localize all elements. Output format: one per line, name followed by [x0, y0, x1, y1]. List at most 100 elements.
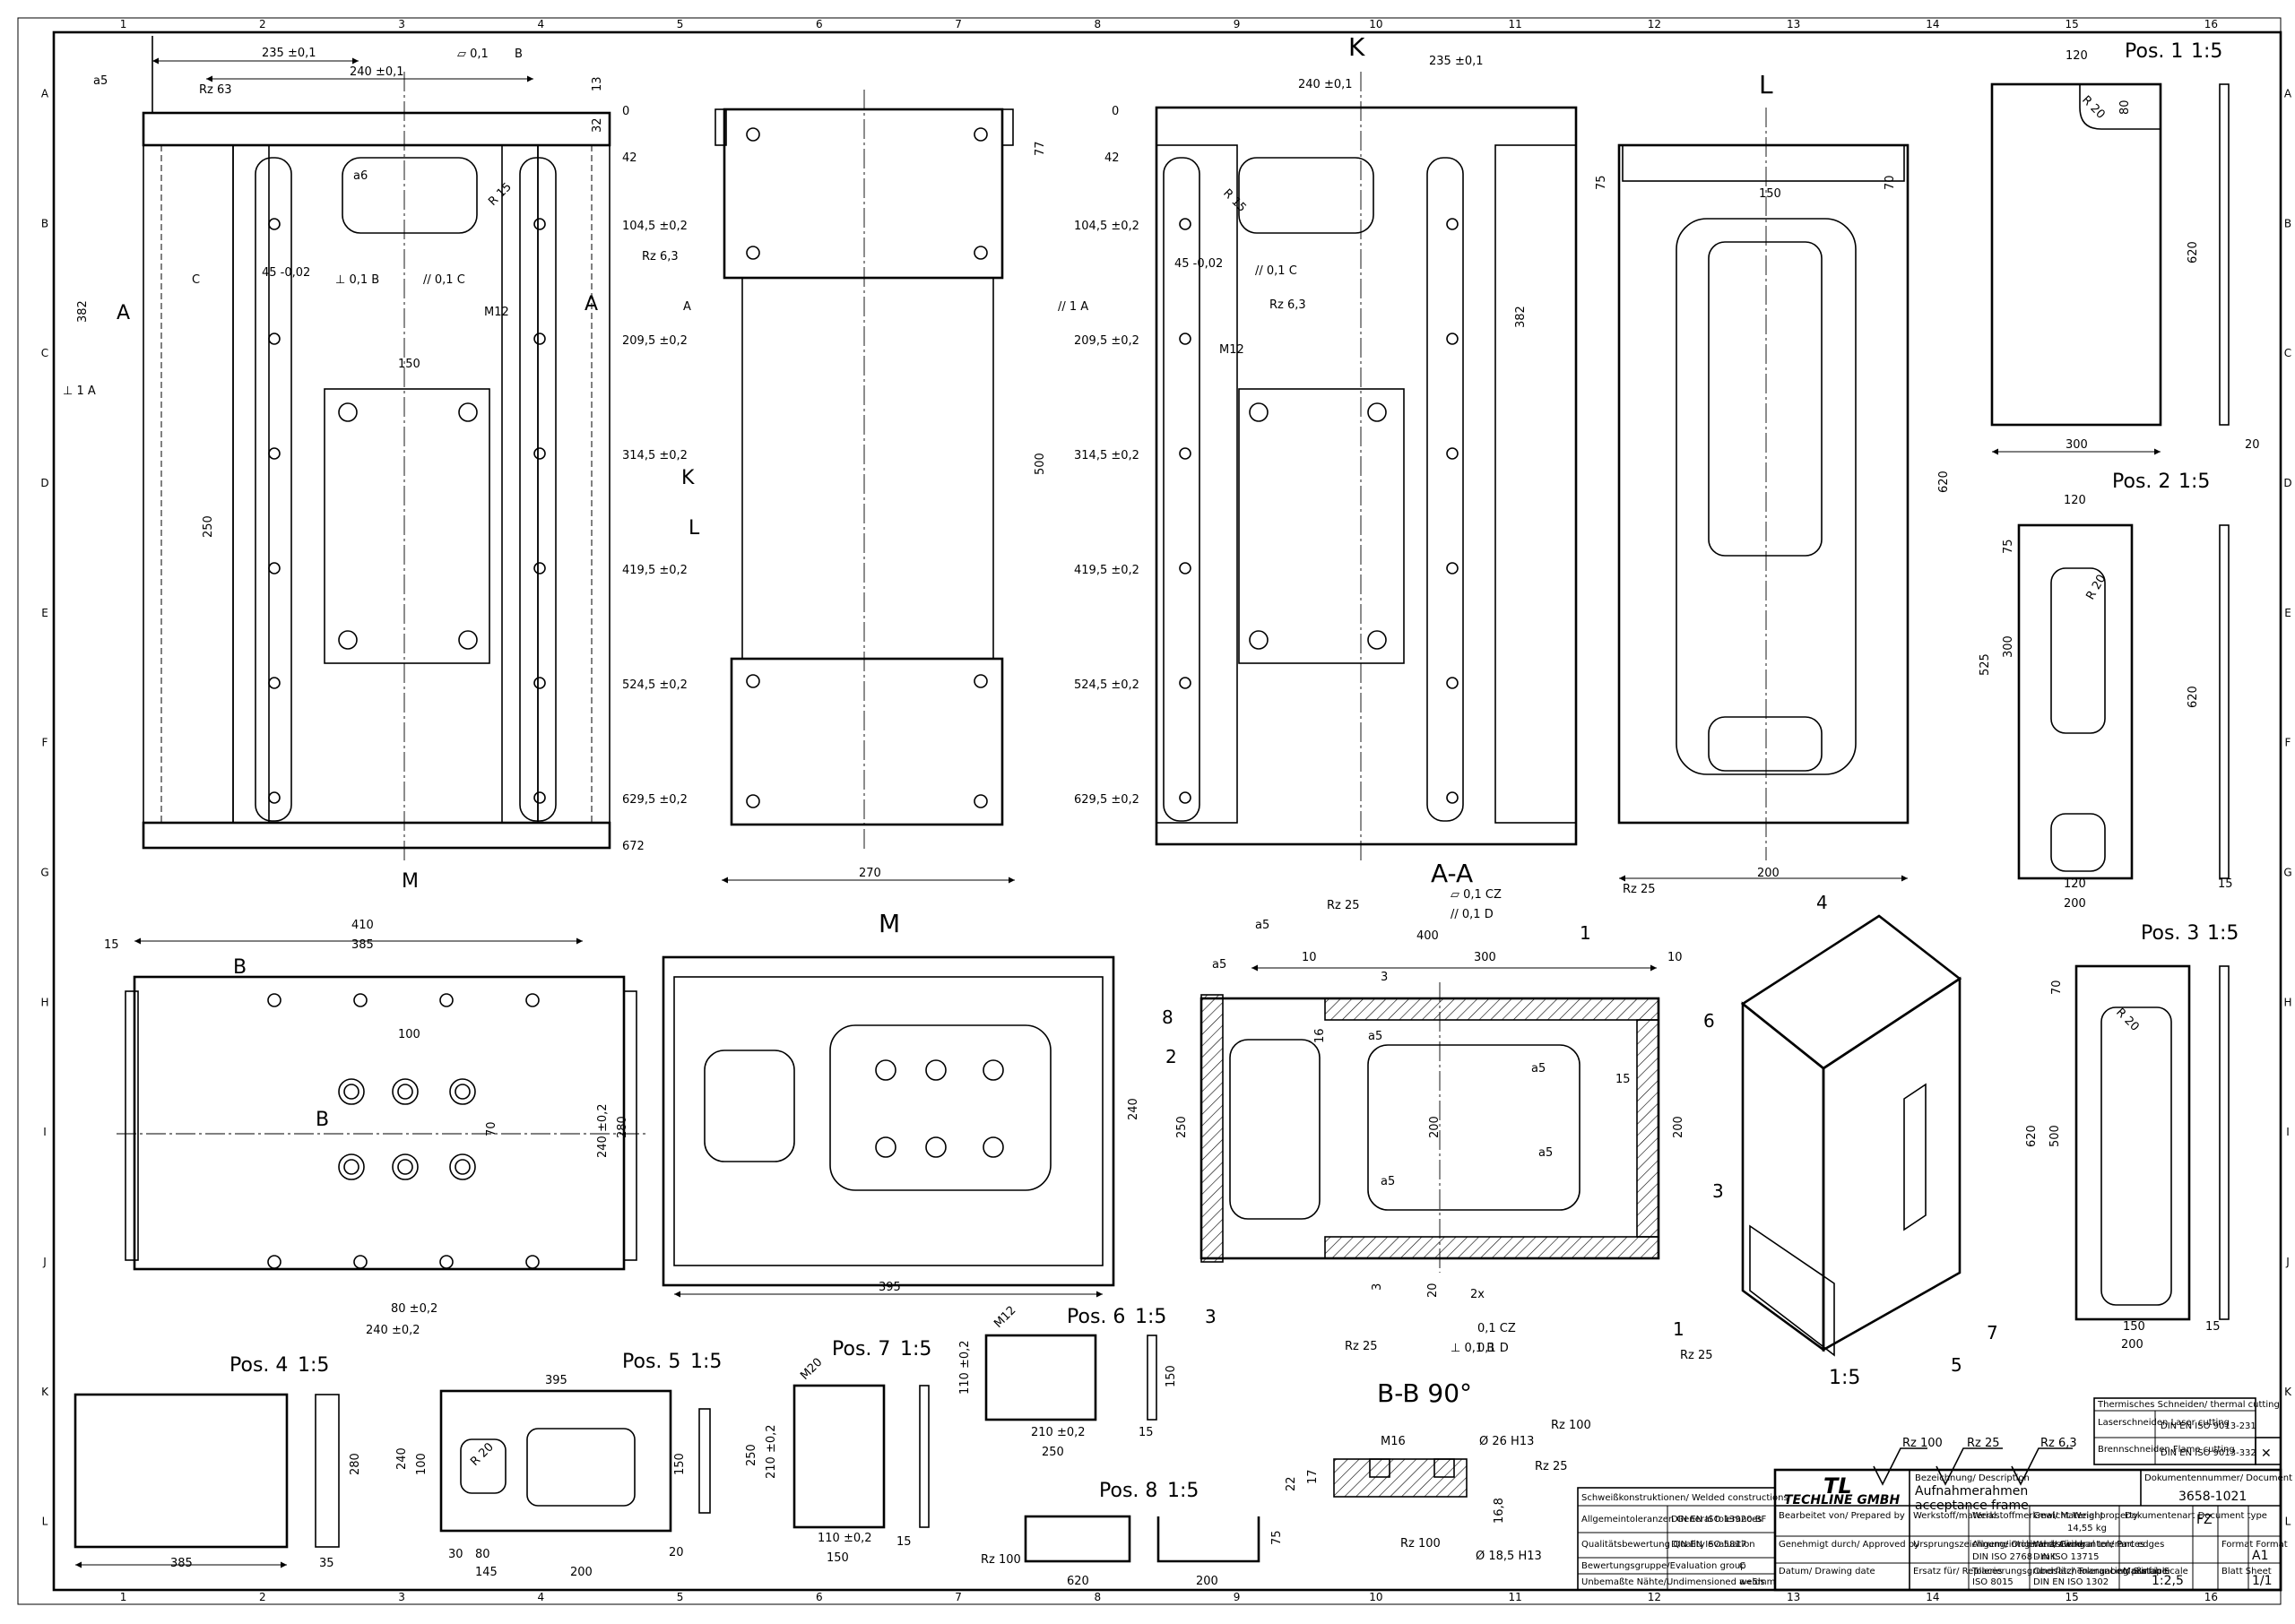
view-k-right-post [1494, 144, 1577, 824]
pos2-dim-300: 300 [2002, 635, 2015, 658]
tb-orig-label: Ursprungszeichnung/ Original drawing [1913, 1540, 2085, 1550]
cutting-row-flame-mark: ✕ [2261, 1447, 2272, 1461]
pos3-part [2074, 964, 2230, 1321]
k-dim-104: 104,5 ±0,2 [1074, 220, 1139, 233]
bb-22: 22 [1285, 1476, 1298, 1491]
side-tol: // 1 A [1058, 300, 1088, 314]
pos5-dim-395: 395 [545, 1374, 567, 1387]
front-dim-235: 235 ±0,1 [262, 47, 316, 60]
weld-row-1: Qualitätsbewertung Quality evaluation [1581, 1540, 1755, 1550]
grid-row-label: I [2286, 1126, 2290, 1138]
pos1-dim-20: 20 [2245, 438, 2260, 452]
grid-col-label: 11 [1508, 18, 1521, 30]
grid-row-label: B [2284, 217, 2291, 229]
k-45: 45 -0,02 [1174, 257, 1223, 271]
tb-general-tol: DIN ISO 2768 - mK [1972, 1552, 2057, 1562]
side-view-body [741, 277, 994, 660]
aa-dim-200: 200 [1428, 1116, 1442, 1138]
tb-format-label: Format Format [2221, 1540, 2288, 1550]
grid-col-label: 9 [1234, 18, 1241, 30]
aa-rz-4: Rz 25 [1680, 1349, 1713, 1362]
aa-weld-6: a5 [1212, 958, 1226, 972]
pos2-dim-120: 120 [2064, 494, 2086, 507]
aa-dim-300: 300 [1474, 951, 1496, 964]
grid-col-label: 14 [1926, 18, 1939, 30]
front-rz-63: Rz 63 [199, 83, 232, 97]
pos8-channel [1156, 1516, 1260, 1563]
pos5-dim-80: 80 [475, 1548, 490, 1561]
aa-tol-flat: ▱ 0,1 CZ [1451, 888, 1502, 902]
bottom-dim-385: 385 [351, 938, 374, 952]
section-aa-bottom-wall [1324, 1236, 1659, 1259]
aa-dim-400: 400 [1416, 929, 1439, 943]
hole [925, 1059, 947, 1081]
pos5-dim-20: 20 [669, 1546, 684, 1559]
front-45: 45 -0,02 [262, 266, 310, 280]
counterbore [392, 1153, 419, 1180]
front-dim-104: 104,5 ±0,2 [622, 220, 688, 233]
front-tol-perp: ⊥ 0,1 B [335, 273, 379, 287]
front-view-adapter-plate [324, 388, 490, 664]
iso-right-face [1822, 976, 1962, 1352]
pos7-dim-250: 250 [745, 1444, 758, 1466]
aa-dim-20: 20 [1426, 1283, 1440, 1298]
adapter-hole [458, 630, 478, 650]
bb-rz100: Rz 100 [1551, 1419, 1591, 1432]
iso-top-face [1740, 914, 1962, 1070]
grid-row-label: G [40, 866, 48, 878]
counterbore [392, 1078, 419, 1105]
front-section-a-right: A [585, 293, 598, 315]
pos8-bar [1024, 1515, 1131, 1563]
pos5-window-large [526, 1428, 636, 1507]
tb-tol-principle-label: Tolerierungsgrundsatz/ Tolerancing princ… [1971, 1567, 2170, 1576]
grid-row-label: J [42, 1256, 47, 1268]
view-k-left-post [1156, 144, 1238, 824]
grid-col-label: 10 [1369, 1591, 1382, 1603]
hole [875, 1136, 896, 1158]
grid-col-label: 7 [955, 1591, 962, 1603]
pos4-scale: 1:5 [298, 1354, 329, 1377]
view-l-bottom-window [1708, 716, 1823, 772]
k-rz: Rz 6,3 [1269, 298, 1306, 312]
pos3-r20: R 20 [2113, 1006, 2142, 1034]
pos3-dim-15: 15 [2205, 1320, 2221, 1334]
hole [268, 677, 281, 689]
side-dim-500: 500 [1034, 453, 1047, 475]
through-hole [343, 1084, 359, 1100]
grid-row-label: E [2284, 607, 2291, 619]
view-l-frame [1617, 143, 1910, 825]
hole [1179, 677, 1191, 689]
grid-col-label: 2 [259, 1591, 266, 1603]
through-hole [455, 1159, 471, 1175]
tb-title-de: Aufnahmerahmen [1915, 1484, 2028, 1499]
pos4-part [74, 1393, 340, 1568]
tb-edges-label: Werkstückkanten/ Part edges [2033, 1540, 2164, 1550]
pos3-side-view [2219, 965, 2230, 1320]
pos5-dim-150: 150 [673, 1453, 687, 1475]
bolt-hole [439, 993, 454, 1007]
l-dim-150: 150 [1759, 187, 1781, 201]
frame-border [52, 30, 2282, 1592]
view-k-holes [1179, 218, 1459, 804]
k-dim-524: 524,5 ±0,2 [1074, 678, 1139, 692]
front-dim-672: 672 [622, 840, 645, 853]
hole [983, 1136, 1004, 1158]
front-r15: R 15 [486, 180, 515, 209]
side-hole [974, 127, 988, 142]
pos6-side-view [1147, 1335, 1157, 1421]
aa-2x: 2x [1470, 1288, 1485, 1301]
bb-m16: M16 [1381, 1435, 1406, 1448]
hole [1179, 447, 1191, 460]
pos2-dim-620: 620 [2187, 686, 2200, 708]
hole [268, 447, 281, 460]
hole [268, 791, 281, 804]
tb-doc-type: FZ [2196, 1513, 2213, 1527]
aa-weld-1: a5 [1255, 919, 1269, 932]
k-dim-382: 382 [1514, 306, 1528, 328]
aa-dim-200-r: 200 [1672, 1116, 1685, 1138]
pos7-plate [792, 1384, 886, 1529]
hole [1446, 218, 1459, 230]
counterbore [449, 1153, 476, 1180]
grid-col-label: 2 [259, 18, 266, 30]
tb-doc-type-label: Dokumentenart Document type [2125, 1511, 2267, 1521]
